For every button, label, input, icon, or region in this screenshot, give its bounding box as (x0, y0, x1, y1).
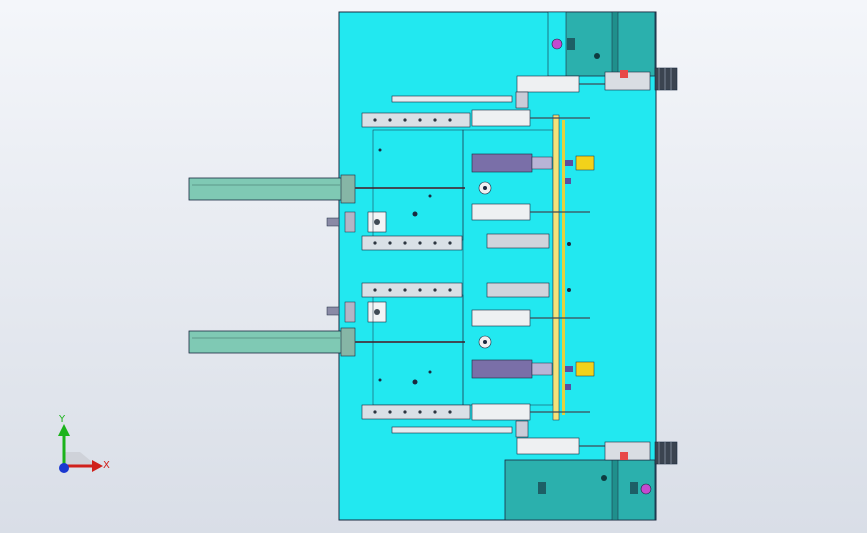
top-right-block[interactable] (547, 11, 656, 77)
sensor-mounts (565, 160, 573, 390)
bracket-lower-left[interactable] (326, 301, 387, 323)
cylinder-rods (530, 83, 605, 447)
left-cylinder-lower[interactable] (188, 327, 465, 357)
yellow-rail[interactable] (552, 114, 565, 421)
left-cylinder-upper[interactable] (188, 174, 465, 204)
coordinate-triad: Y X (58, 414, 110, 473)
sensors[interactable] (575, 155, 595, 377)
motor-upper[interactable] (471, 153, 553, 173)
y-axis-label: Y (58, 414, 66, 425)
rail-bolts (373, 118, 452, 414)
center-clamp-lower[interactable] (478, 335, 492, 349)
end-effector-bottom[interactable] (604, 441, 678, 465)
center-clamp-upper[interactable] (478, 181, 492, 195)
motor-lower[interactable] (471, 359, 553, 379)
z-axis-dot (59, 463, 69, 473)
x-axis-label: X (103, 460, 110, 471)
triad-xy-plane (64, 452, 97, 466)
cylinders[interactable] (471, 75, 580, 455)
plate-holes (378, 148, 571, 385)
bottom-right-block[interactable] (504, 459, 656, 521)
end-effector-top[interactable] (604, 67, 678, 91)
bracket-upper-left[interactable] (326, 211, 387, 233)
y-axis-head (58, 424, 70, 436)
x-axis-head (92, 460, 103, 472)
guide-rails[interactable] (361, 95, 513, 434)
